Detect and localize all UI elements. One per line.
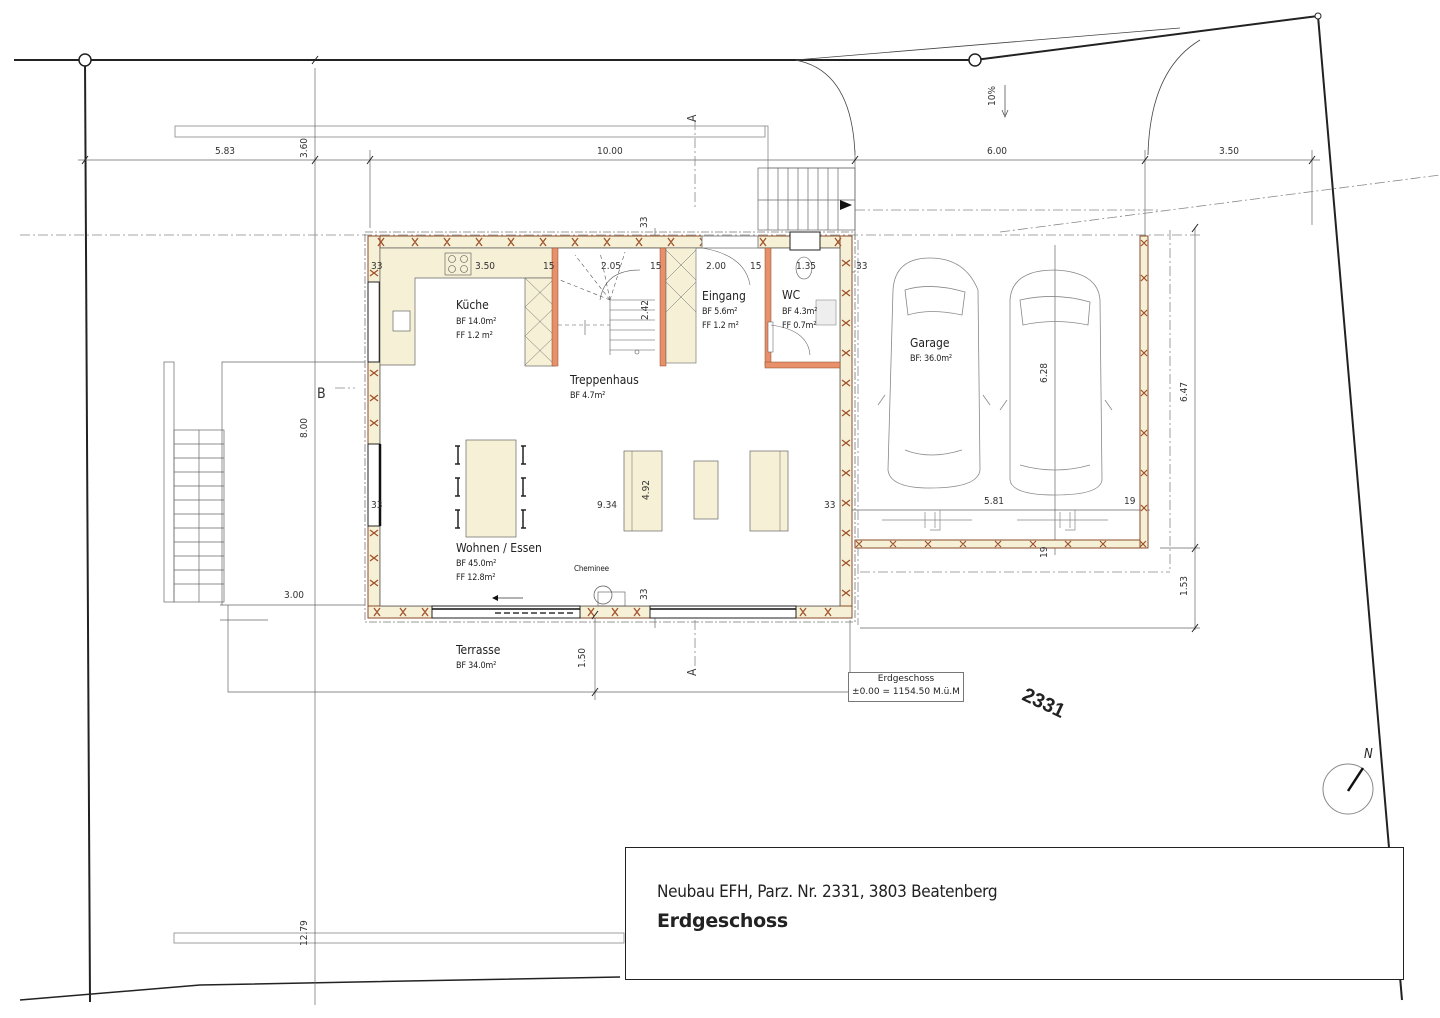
dim-wall-33-tl: 33 <box>371 261 383 272</box>
dim-stair-width: 2.05 <box>601 261 622 272</box>
north-arrow-icon <box>1322 762 1374 815</box>
room-terrasse-bf: BF 34.0m² <box>456 661 497 671</box>
dim-garage-wall-a: 19 <box>1124 496 1136 507</box>
dim-top-right: 3.50 <box>1219 146 1240 157</box>
level-elevation: ±0.00 = 1154.50 M.ü.M <box>852 687 960 697</box>
dim-wall-33-top: 33 <box>639 216 650 228</box>
dim-wall-33-left: 33 <box>371 500 383 511</box>
room-kueche-ff: FF 1.2 m² <box>456 331 493 341</box>
room-treppenhaus-name: Treppenhaus <box>570 373 639 387</box>
dim-vertical-house: 8.00 <box>299 417 310 438</box>
dim-wc-width: 1.35 <box>796 261 817 272</box>
title-block: Neubau EFH, Parz. Nr. 2331, 3803 Beatenb… <box>625 847 1404 980</box>
floor-title: Erdgeschoss <box>657 910 788 932</box>
dim-garage-outer: 6.47 <box>1179 381 1190 402</box>
dim-stair-depth: 2.42 <box>640 299 651 320</box>
room-garage-name: Garage <box>910 336 950 350</box>
bicycle-icon <box>882 509 1108 531</box>
room-terrasse-name: Terrasse <box>456 643 501 657</box>
dim-garage-front: 1.53 <box>1179 575 1190 596</box>
boundary-marker <box>78 53 92 67</box>
dim-garage-wall-b: 19 <box>1039 546 1050 558</box>
dim-vertical-top: 3.60 <box>299 137 310 158</box>
house-walls <box>364 231 856 623</box>
room-wohnen-name: Wohnen / Essen <box>456 541 542 555</box>
project-title: Neubau EFH, Parz. Nr. 2331, 3803 Beatenb… <box>657 882 998 902</box>
room-wohnen-bf: BF 45.0m² <box>456 559 497 569</box>
room-kueche-bf: BF 14.0m² <box>456 317 497 327</box>
section-marker-a-top: A <box>685 114 699 122</box>
dim-garage-width: 5.81 <box>984 496 1005 507</box>
car-icon <box>877 257 1113 496</box>
dim-terrace-depth: 1.50 <box>577 647 588 668</box>
room-wc-bf: BF 4.3m² <box>782 307 818 317</box>
dim-wall-33-bottom: 33 <box>639 588 650 600</box>
dim-wall-15a: 15 <box>543 261 555 272</box>
dim-top-house: 10.00 <box>597 146 623 157</box>
room-treppenhaus-bf: BF 4.7m² <box>570 391 606 401</box>
room-wohnen-ff: FF 12.8m² <box>456 573 496 583</box>
dim-top-garage: 6.00 <box>987 146 1008 157</box>
section-marker-b: B <box>317 386 326 402</box>
garage-walls <box>854 235 1149 549</box>
dim-entry-width: 2.00 <box>706 261 727 272</box>
slope-label: 10% <box>987 86 998 106</box>
room-eingang-ff: FF 1.2 m² <box>702 321 739 331</box>
room-eingang-bf: BF 5.6m² <box>702 307 738 317</box>
dim-wall-33-tr: 33 <box>856 261 868 272</box>
dim-terrace-width: 3.00 <box>284 590 305 601</box>
room-wc-ff: FF 0.7m² <box>782 321 817 331</box>
parcel-boundary <box>14 15 1403 1003</box>
room-kueche-name: Küche <box>456 298 489 312</box>
fireplace-label: Cheminee <box>574 564 609 573</box>
room-eingang-name: Eingang <box>702 289 746 303</box>
dim-living-width: 9.34 <box>597 500 618 511</box>
dim-top-left: 5.83 <box>215 146 236 157</box>
dim-wall-33-right: 33 <box>824 500 836 511</box>
room-garage-bf: BF: 36.0m² <box>910 354 952 364</box>
boundary-marker <box>968 53 982 67</box>
dim-wall-15c: 15 <box>750 261 762 272</box>
dim-wall-15b: 15 <box>650 261 662 272</box>
north-label: N <box>1364 747 1373 762</box>
level-info-box: Erdgeschoss ±0.00 = 1154.50 M.ü.M <box>848 672 964 702</box>
level-name: Erdgeschoss <box>877 674 935 684</box>
dim-living-depth: 4.92 <box>641 479 652 500</box>
room-wc-name: WC <box>782 288 801 302</box>
dim-kitchen-width: 3.50 <box>475 261 496 272</box>
dim-garage-depth: 6.28 <box>1039 362 1050 383</box>
section-marker-a-bottom: A <box>685 668 699 676</box>
dim-vertical-bottom: 12.79 <box>299 920 310 946</box>
